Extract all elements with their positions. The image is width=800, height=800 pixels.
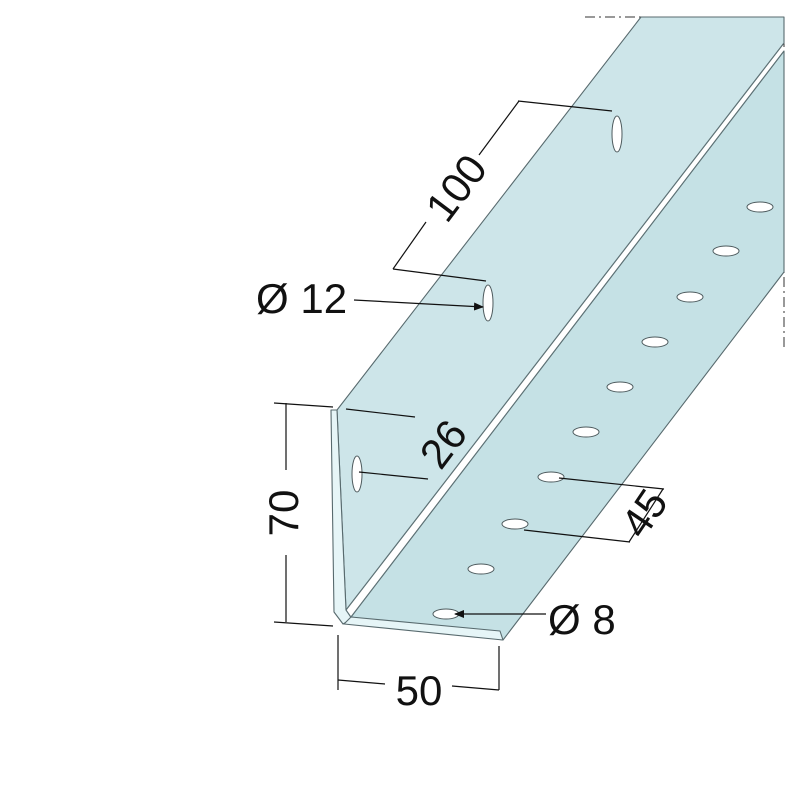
width-label: 50 — [396, 667, 443, 714]
small-hole-spacing-label: 45 — [612, 481, 677, 546]
small-hole-dimension: Ø 8 — [454, 596, 616, 643]
large-hole — [611, 115, 623, 153]
large-hole-dimension: Ø 12 — [256, 275, 484, 322]
large-hole — [351, 455, 363, 493]
width-dimension: 50 — [337, 635, 500, 714]
large-hole — [482, 284, 494, 322]
length-label: 100 — [416, 146, 496, 230]
small-hole — [606, 381, 634, 393]
large-holes — [351, 115, 623, 493]
small-hole — [501, 518, 529, 530]
small-hole — [712, 245, 740, 257]
horizontal-flange-edge — [343, 616, 504, 641]
small-hole — [641, 336, 669, 348]
height-dimension: 70 — [260, 402, 334, 627]
inner-bend-line — [345, 42, 785, 618]
large-hole-diameter-label: Ø 12 — [256, 275, 347, 322]
small-hole — [746, 201, 774, 213]
height-label: 70 — [260, 490, 307, 537]
small-hole — [572, 426, 600, 438]
small-holes — [432, 201, 774, 620]
small-hole — [467, 563, 495, 575]
angle-bracket — [330, 16, 785, 641]
small-hole-diameter-label: Ø 8 — [548, 596, 616, 643]
small-hole — [537, 471, 565, 483]
small-hole — [676, 291, 704, 303]
